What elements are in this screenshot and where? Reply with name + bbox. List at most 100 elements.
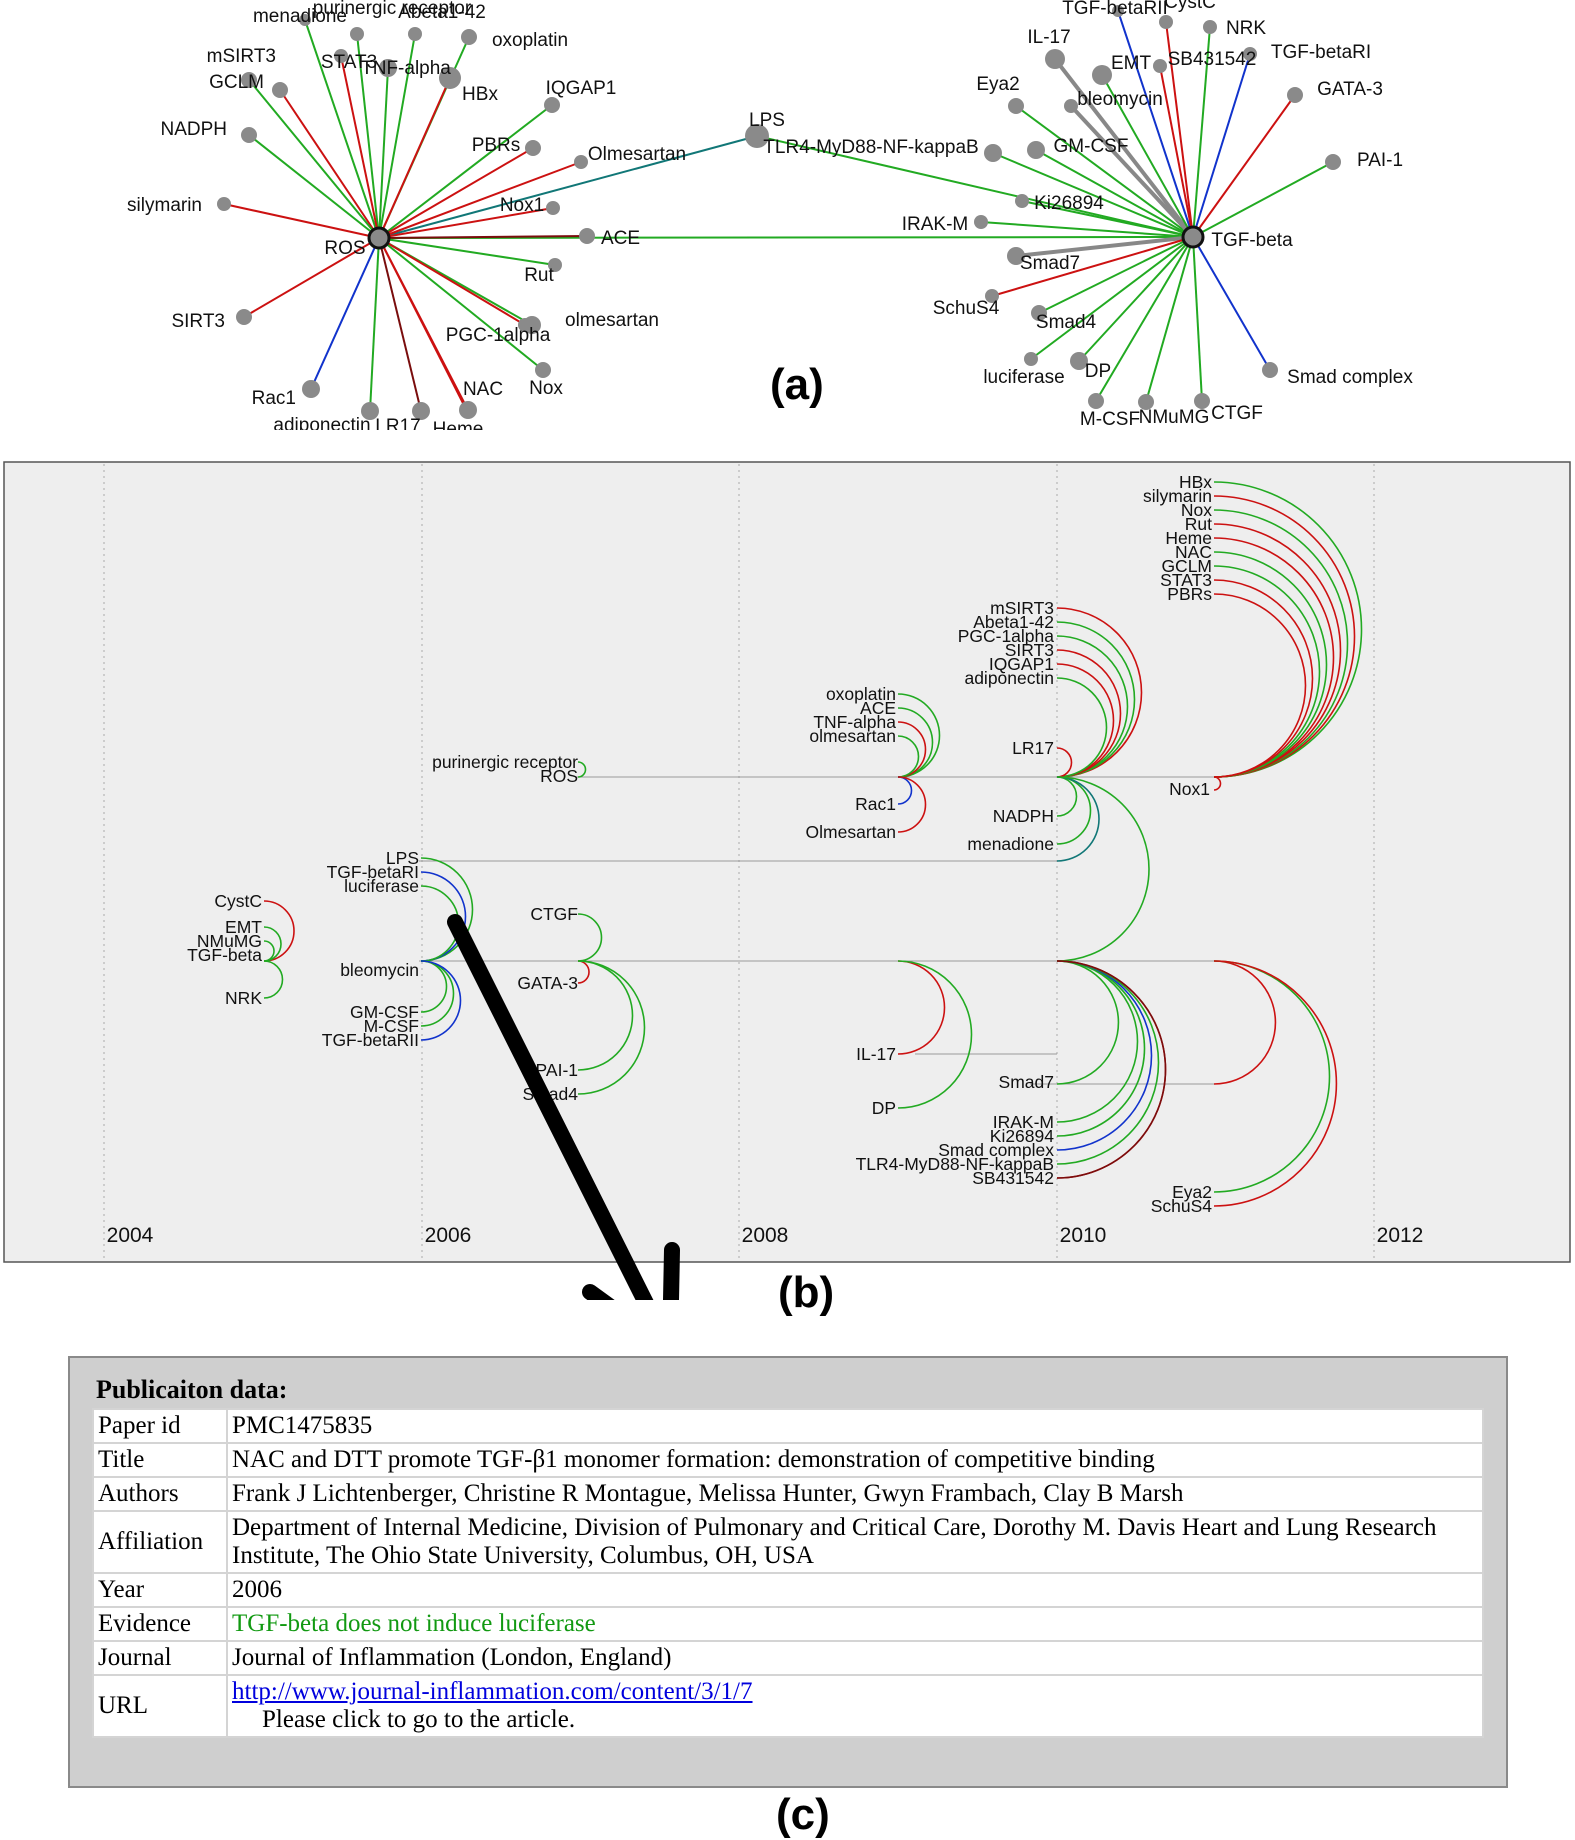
journal-value: Journal of Inflammation (London, England… [226,1640,1484,1676]
year-key: Year [92,1572,228,1608]
node-label-emt: EMT [1111,53,1152,74]
node-label-tlr4-myd88-nf-kappab: TLR4-MyD88-NF-kappaB [763,137,978,158]
node-label-sb431542: SB431542 [1168,49,1257,70]
timeline-label-nac: NAC [1175,542,1212,562]
edge-tgf-smad-complex [1192,236,1271,371]
timeline-label-stat3: STAT3 [1160,570,1212,590]
node-dp [1070,352,1088,370]
paper-id-value: PMC1475835 [226,1408,1484,1444]
timeline-label-oxoplatin: oxoplatin [826,684,896,704]
timeline-label-nox: Nox [1181,500,1212,520]
timeline-label-purinergic-receptor: purinergic receptor [432,752,578,772]
node-lps [745,124,769,148]
edge-ros-tgf [378,236,1194,239]
timeline-arc [1213,776,1222,791]
node-gata-3 [1287,87,1303,103]
node-label-hbx: HBx [462,84,498,105]
authors-key: Authors [92,1476,228,1512]
edge-ros-lps [378,135,758,239]
node-label-cystc: CystC [1164,0,1216,13]
evidence-key: Evidence [92,1606,228,1642]
timeline-arc [897,960,946,1055]
node-label-irak-m: IRAK-M [902,214,969,235]
article-link[interactable]: http://www.journal-inflammation.com/cont… [232,1678,753,1705]
node-irak-m [974,215,988,229]
node-label-luciferase: luciferase [983,367,1064,388]
timeline-label-iqgap1: IQGAP1 [989,654,1054,674]
edge-tgf-tgf-betarii [1117,10,1194,238]
node-label-nox: Nox [529,378,563,399]
timeline-arc [1056,960,1120,1085]
node-label-schus4: SchuS4 [933,298,1000,319]
publication-heading: Publicaiton data: [96,1375,288,1404]
node-pgc-1alpha [518,318,532,332]
node-label-purinergic-receptor: purinergic receptor [313,0,472,19]
node-label-gata-3: GATA-3 [1317,79,1383,100]
paper-id-key: Paper id [92,1408,228,1444]
node-label-pgc-1alpha: PGC-1alpha [446,325,551,346]
edge-tgf-bleomycin [1069,104,1195,239]
timeline-arc [577,913,603,962]
timeline-label-adiponectin: adiponectin [964,668,1054,688]
timeline-arc [263,926,282,962]
node-sb431542 [1153,59,1167,73]
edge-tgf-tgf-betari [1192,53,1251,238]
node-label-pbrs: PBRs [472,135,521,156]
node-label-stat3: STAT3 [321,52,377,73]
timeline-label-tgf-beta: TGF-beta [187,945,262,965]
node-label-oxoplatin: oxoplatin [492,30,568,51]
edge-ros-pbrs [378,147,534,239]
edge-tgf-eya2 [1015,105,1194,238]
arrow-head [582,1242,680,1300]
node-nrk [1203,20,1217,34]
timeline-arc [1056,776,1100,862]
node-ace [579,228,595,244]
edge-ros-purinergic-receptor [356,33,380,239]
edge-tgf-pai-1 [1192,161,1334,238]
timeline-label-sb431542: SB431542 [972,1168,1054,1188]
edge-tgf-dp [1078,236,1194,362]
timeline-label-m-csf: M-CSF [364,1016,419,1036]
node-rac1 [302,380,320,398]
timeline-label-dp: DP [872,1098,896,1118]
timeline-label-tlr4-myd88-nf-kappab: TLR4-MyD88-NF-kappaB [856,1154,1054,1174]
edge-ros-iqgap1 [378,104,553,239]
node-label-smad-complex: Smad complex [1287,367,1413,388]
timeline-label-olmesartan: olmesartan [809,726,896,746]
timeline-arc [897,735,920,778]
node-label-smad4: Smad4 [1036,312,1097,333]
timeline-arc [577,960,646,1095]
tick-label-2008: 2008 [742,1224,789,1247]
edge-ros-pgc-1alpha [378,237,526,326]
timeline-label-ki26894: Ki26894 [990,1126,1054,1146]
table-row: URL http://www.journal-inflammation.com/… [92,1674,1484,1738]
edge-ros-heme [378,237,468,412]
timeline-label-nmumg: NMuMG [197,931,262,951]
edge-ros-tnf-alpha [378,67,389,239]
node-silymarin [217,197,231,211]
timeline-label-smad7: Smad7 [999,1072,1054,1092]
edge-ros-nadph [248,134,380,239]
timeline-label-heme: Heme [1165,528,1212,548]
node-emt [1092,65,1112,85]
timeline-label-rut: Rut [1185,514,1212,534]
timeline-label-menadione: menadione [967,834,1054,854]
node-label-dp: DP [1085,361,1111,382]
table-row: Paper id PMC1475835 [92,1408,1484,1444]
hub-tgf-beta [1181,225,1205,249]
node-label-lr17: LR17 [375,416,420,430]
timeline-arc [1213,960,1277,1085]
timeline-arc [1056,960,1167,1179]
edge-ros-abeta1-42 [378,33,416,239]
table-row: Year 2006 [92,1572,1484,1608]
edge-ros-hbx [378,77,451,239]
node-purinergic-receptor [350,27,364,41]
timeline-label-tnf-alpha: TNF-alpha [813,712,896,732]
edge-ros-ace [378,235,588,239]
edge-ros-olmesartan [378,161,582,239]
edge-ros-nox [378,237,544,371]
hub-label-ros: ROS [324,238,365,259]
node-olmesartan [574,155,588,169]
